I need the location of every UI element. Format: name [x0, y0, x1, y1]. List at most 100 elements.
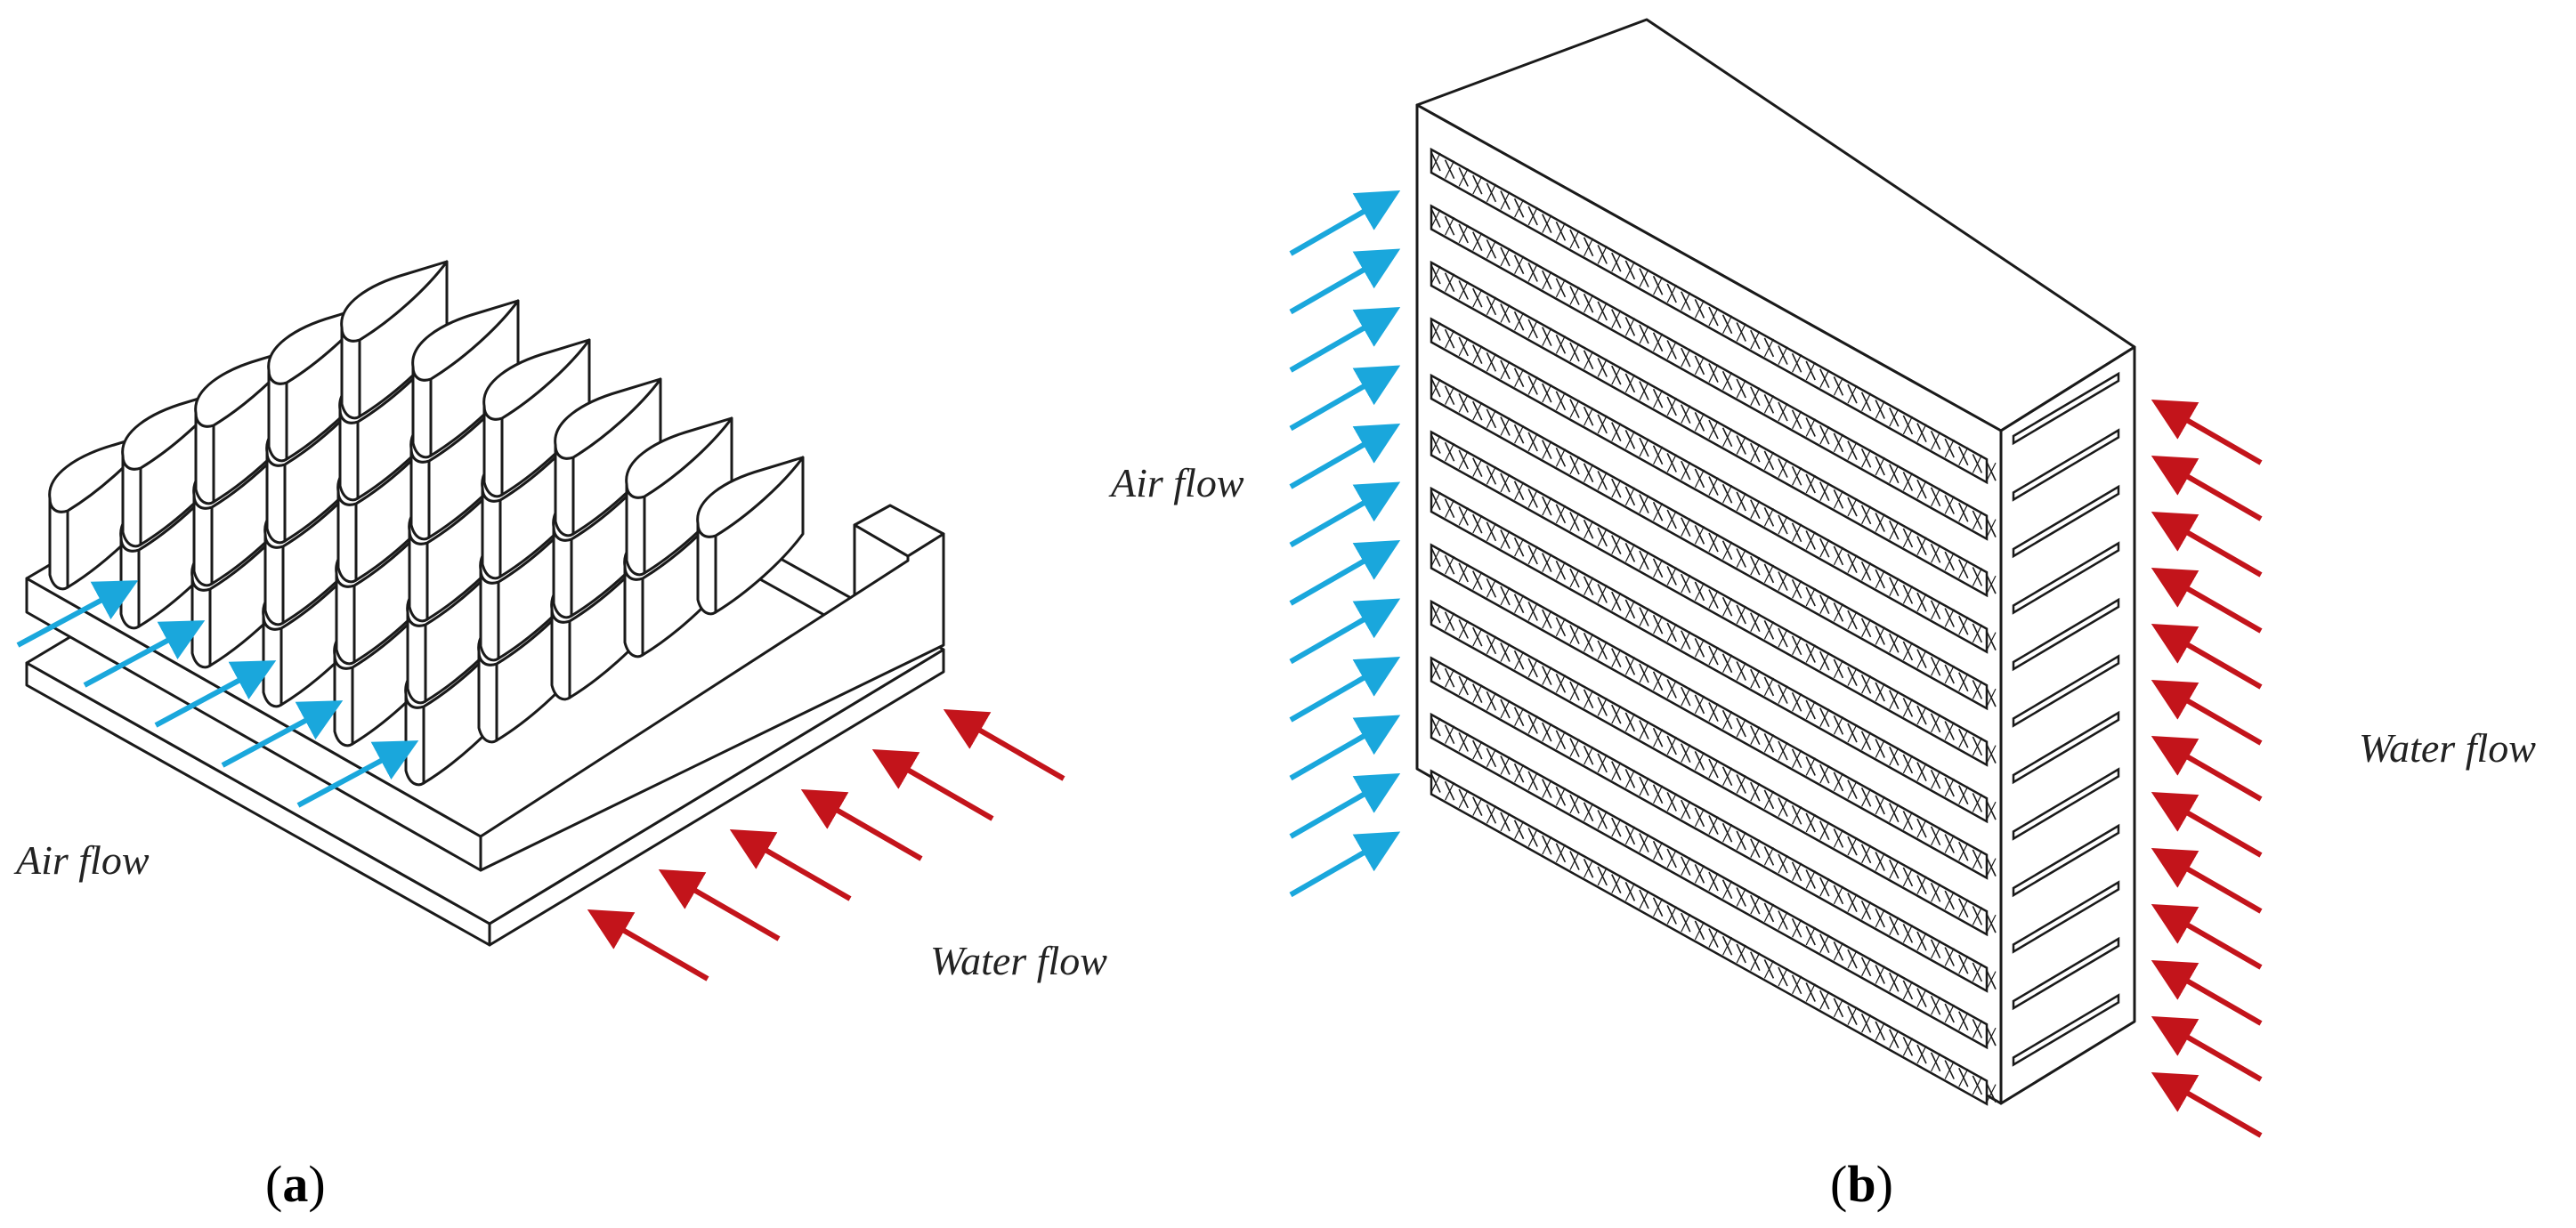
channel-web — [1792, 749, 1802, 769]
channel-web — [1555, 448, 1566, 467]
channel-web — [1542, 384, 1552, 403]
channel-web — [1931, 545, 1941, 563]
channel-web — [1542, 214, 1552, 233]
channel-web — [1514, 368, 1525, 387]
tube — [1430, 373, 2120, 711]
channel-web — [1889, 691, 1900, 709]
channel-web — [1694, 808, 1705, 828]
channel-web — [1472, 232, 1483, 251]
channel-web — [1792, 806, 1802, 825]
channel-web — [1736, 888, 1746, 907]
channel-web — [1458, 563, 1469, 583]
channel-web — [1708, 872, 1719, 892]
channel-web — [1486, 579, 1496, 598]
channel-web — [1555, 392, 1566, 411]
channel-web — [1736, 436, 1746, 455]
channel-web — [1694, 865, 1705, 884]
channel-web — [1972, 907, 1982, 925]
channel-web — [1778, 854, 1788, 874]
tube — [1430, 712, 2120, 1050]
channel-web — [1500, 247, 1511, 267]
fin — [482, 338, 591, 498]
channel-web — [1750, 669, 1761, 689]
channel-web — [1902, 925, 1913, 943]
channel-web — [1902, 1038, 1913, 1056]
channel-web — [1430, 548, 1441, 567]
air-arrow — [1289, 715, 1401, 781]
channel-web — [1805, 757, 1816, 776]
channel-web — [1944, 1061, 1955, 1079]
channel-web — [1889, 521, 1900, 540]
channel-web — [1875, 683, 1885, 702]
channel-web — [1514, 650, 1525, 670]
channel-web — [1931, 997, 1941, 1015]
channel-web — [1458, 733, 1469, 752]
channel-web — [1694, 356, 1705, 376]
channel-web — [1430, 604, 1441, 624]
channel-web — [1931, 488, 1941, 507]
channel-web — [1736, 775, 1746, 794]
channel-web — [1681, 405, 1691, 424]
channel-web — [1833, 772, 1843, 792]
channel-web — [1666, 454, 1677, 473]
channel-web — [1833, 716, 1843, 735]
channel-web — [1722, 315, 1733, 335]
channel-web — [1555, 335, 1566, 354]
channel-web — [1681, 631, 1691, 650]
channel-web — [1472, 401, 1483, 421]
channel-web — [1792, 693, 1802, 712]
channel-web — [1527, 772, 1538, 791]
channel-web — [1889, 1030, 1900, 1048]
water-arrow — [658, 869, 781, 941]
air-arrow — [296, 740, 419, 808]
channel-web — [1445, 499, 1455, 518]
channel-web — [1597, 302, 1608, 321]
water-arrow — [871, 749, 994, 821]
channel-web — [1472, 345, 1483, 364]
channel-web — [1639, 382, 1649, 400]
channel-web — [1584, 746, 1594, 765]
channel-web — [1666, 793, 1677, 812]
tube-slot — [2012, 880, 2120, 954]
channel-web — [1430, 265, 1441, 285]
channel-web — [1486, 296, 1496, 316]
channel-web — [1986, 971, 1997, 990]
channel-web — [1875, 852, 1885, 871]
channel-web — [1653, 898, 1664, 917]
tube-slot — [2012, 823, 2120, 898]
channel-web — [1722, 937, 1733, 956]
air-arrow — [1289, 773, 1401, 839]
channel-web — [1611, 818, 1622, 837]
channel-web — [1486, 692, 1496, 711]
channel-web — [1944, 778, 1955, 797]
channel-web — [1569, 287, 1580, 305]
tube-outline — [1430, 656, 1989, 993]
channel-web — [1445, 612, 1455, 631]
channel-web — [1514, 820, 1525, 839]
channel-web — [1694, 921, 1705, 941]
airfoil-fins — [48, 260, 805, 787]
channel-web — [1542, 610, 1552, 629]
channel-web — [1750, 613, 1761, 632]
channel-web — [1861, 449, 1872, 468]
channel-web — [1875, 570, 1885, 589]
channel-web — [1889, 804, 1900, 822]
channel-web — [1542, 836, 1552, 855]
channel-web — [1778, 798, 1788, 817]
channel-web — [1889, 465, 1900, 483]
channel-web — [1527, 602, 1538, 621]
air-flow-label-a: Air flow — [13, 837, 150, 883]
channel-web — [1958, 729, 1969, 748]
channel-web — [1861, 957, 1872, 977]
channel-web — [1861, 618, 1872, 638]
channel-web — [1931, 658, 1941, 676]
channel-web — [1527, 715, 1538, 734]
channel-web — [1653, 785, 1664, 804]
channel-web — [1792, 523, 1802, 543]
channel-web — [1847, 949, 1858, 969]
channel-web — [1972, 681, 1982, 699]
channel-web — [1486, 183, 1496, 203]
channel-web — [1472, 175, 1483, 195]
channel-web — [1555, 279, 1566, 298]
channel-web — [1972, 850, 1982, 869]
